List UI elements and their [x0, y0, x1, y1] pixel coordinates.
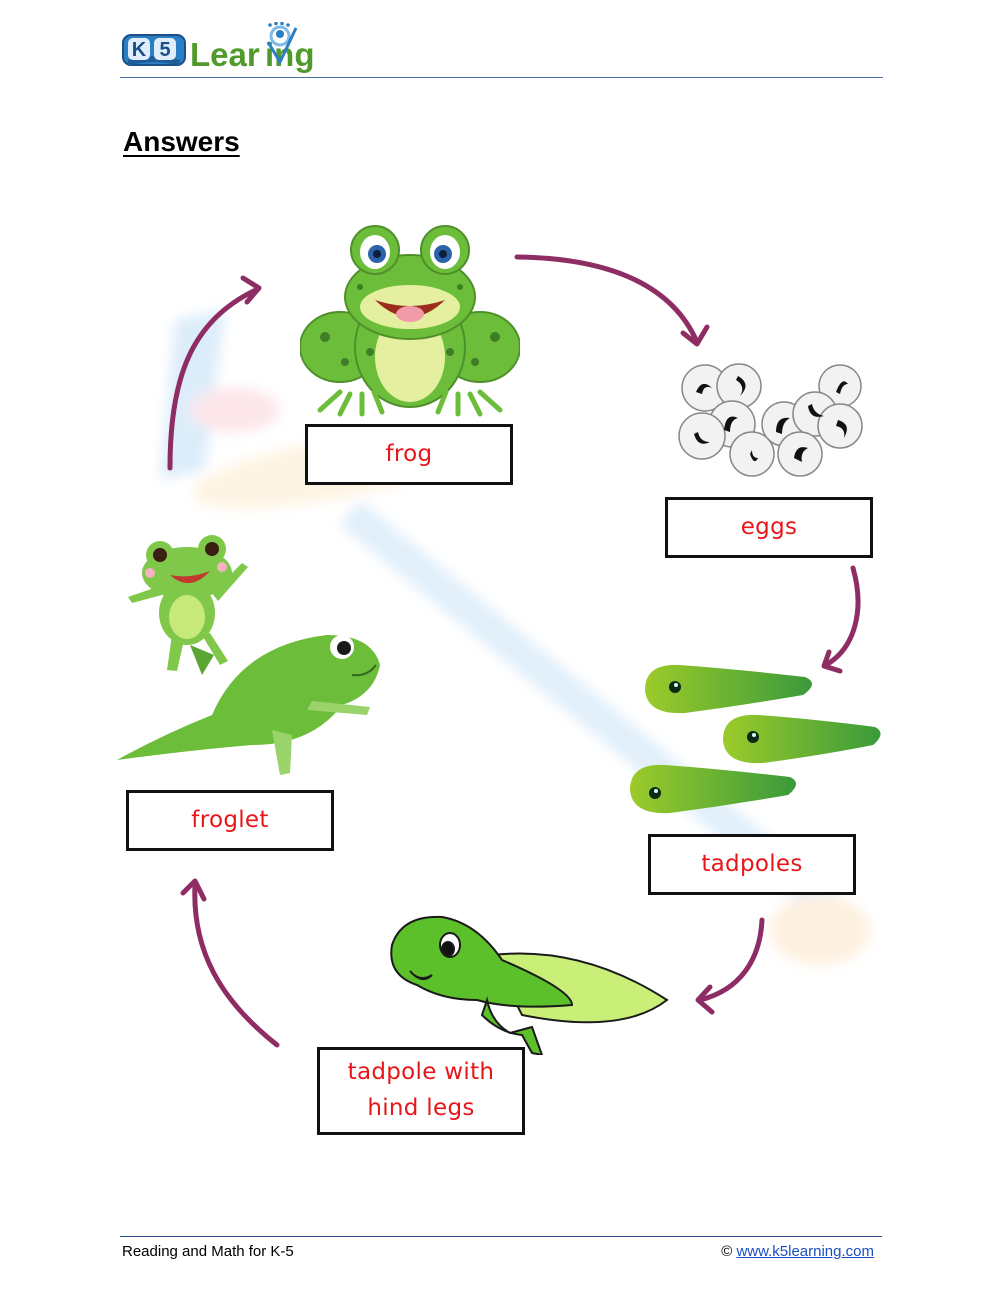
- stage-box-froglet: froglet: [126, 790, 334, 851]
- arrow-tadpoles-to-legs: [697, 917, 765, 1003]
- tadpole-with-legs-illustration: [382, 905, 672, 1060]
- footer-copyright: © www.k5learning.com: [721, 1243, 874, 1260]
- froglet-icon: [117, 535, 380, 775]
- frog-eggs-icon: [678, 363, 863, 477]
- header-divider: [120, 77, 883, 78]
- eggs-illustration: [672, 362, 872, 492]
- froglet-illustration: [112, 535, 392, 790]
- stage-box-eggs: eggs: [665, 497, 873, 558]
- svg-text:Lear: Lear: [190, 36, 260, 73]
- stage-label-tadpoles: tadpoles: [701, 850, 803, 877]
- stage-label-tadpole-line2: hind legs: [367, 1095, 475, 1121]
- tadpole-with-legs-icon: [390, 915, 669, 1057]
- stage-box-tadpoles: tadpoles: [648, 834, 856, 895]
- k5learning-link[interactable]: www.k5learning.com: [736, 1243, 874, 1260]
- arrow-eggs-to-tadpoles: [823, 565, 861, 668]
- page-title: Answers: [123, 126, 240, 157]
- tadpoles-illustration: [625, 655, 885, 830]
- svg-text:5: 5: [159, 39, 170, 61]
- arrow-legs-to-froglet: [192, 882, 280, 1048]
- stage-label-froglet: froglet: [191, 806, 269, 833]
- adult-frog-icon: [299, 225, 521, 417]
- arrow-frog-to-eggs: [514, 254, 700, 345]
- svg-text:K: K: [132, 39, 147, 61]
- stage-box-frog: frog: [305, 424, 513, 485]
- stage-label-frog: frog: [385, 440, 433, 467]
- tadpoles-icon: [630, 664, 881, 814]
- stage-label-tadpole-line1: tadpole with: [347, 1059, 495, 1086]
- arrow-froglet-to-frog: [167, 286, 261, 471]
- copyright-symbol: ©: [721, 1243, 733, 1260]
- adult-frog-illustration: [299, 222, 521, 423]
- stage-box-tadpole-with-legs: tadpole with hind legs: [317, 1047, 525, 1135]
- stage-label-eggs: eggs: [740, 513, 798, 540]
- footer-tagline: Reading and Math for K-5: [122, 1243, 294, 1260]
- footer-divider: [120, 1236, 882, 1237]
- k5-learning-logo: K 5 Lear ing: [120, 21, 335, 74]
